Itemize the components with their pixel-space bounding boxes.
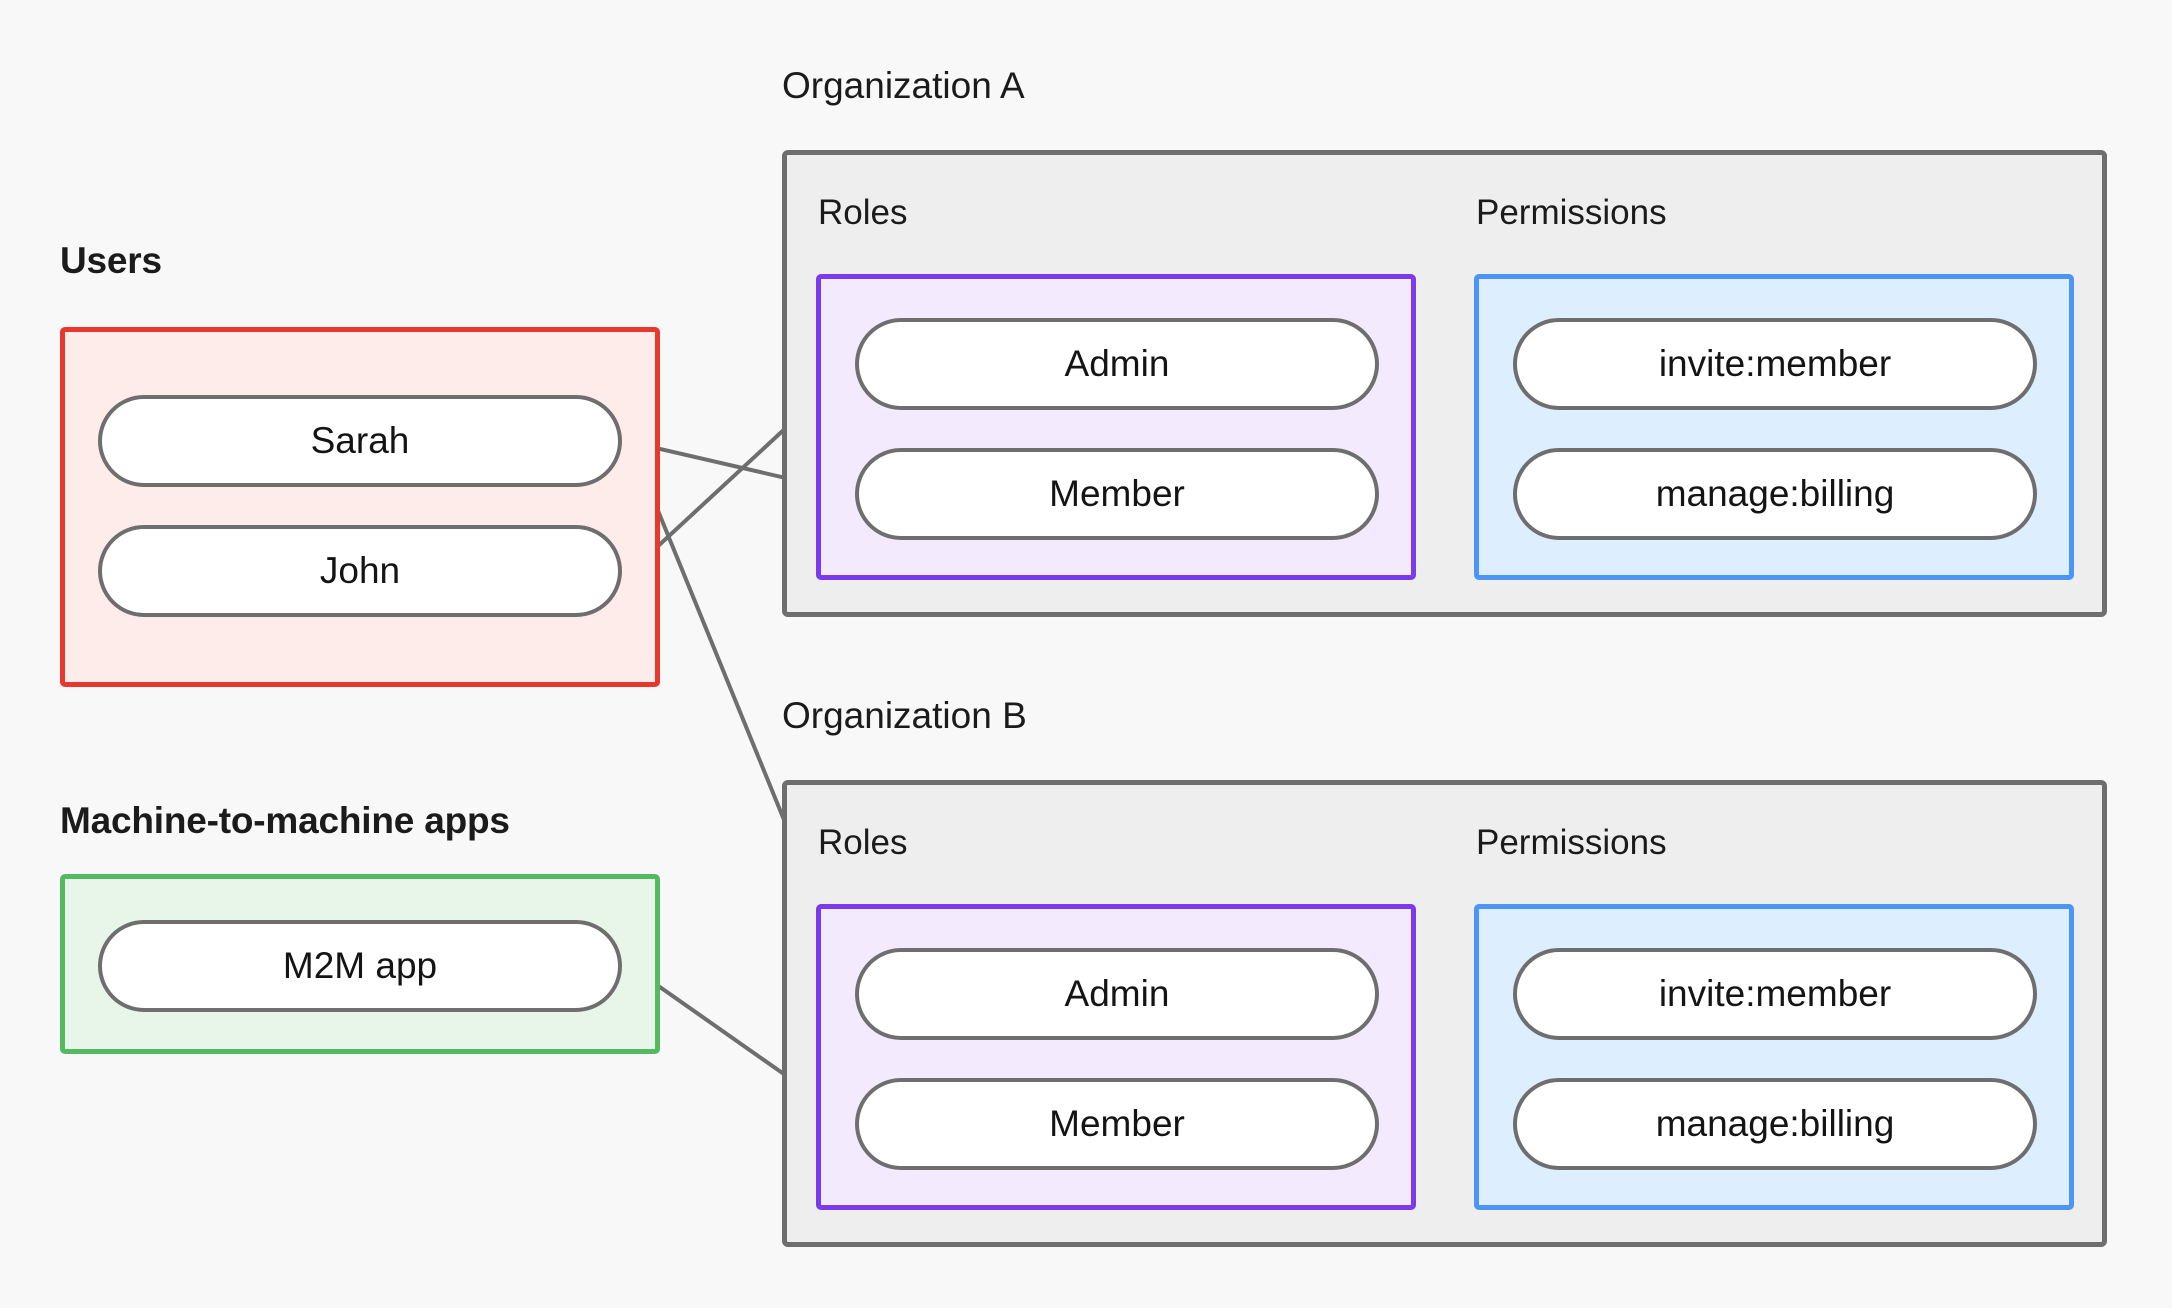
org-a-roles-title: Roles: [818, 193, 908, 232]
user-pill-john[interactable]: John: [98, 525, 622, 617]
org-a-permission-pill-invite-member[interactable]: invite:member: [1513, 318, 2037, 410]
org-b-permissions-title: Permissions: [1476, 823, 1667, 862]
users-group-box: [60, 327, 660, 687]
users-group-title: Users: [60, 240, 162, 281]
org-a-permissions-title: Permissions: [1476, 193, 1667, 232]
org-b-permission-pill-invite-member[interactable]: invite:member: [1513, 948, 2037, 1040]
org-b-permission-pill-manage-billing[interactable]: manage:billing: [1513, 1078, 2037, 1170]
org-a-role-pill-member[interactable]: Member: [855, 448, 1379, 540]
org-a-title: Organization A: [782, 65, 1025, 106]
user-pill-sarah[interactable]: Sarah: [98, 395, 622, 487]
org-a-role-pill-admin[interactable]: Admin: [855, 318, 1379, 410]
m2m-pill-app[interactable]: M2M app: [98, 920, 622, 1012]
org-b-roles-title: Roles: [818, 823, 908, 862]
org-b-title: Organization B: [782, 695, 1027, 736]
m2m-group-title: Machine-to-machine apps: [60, 800, 510, 841]
org-a-permission-pill-manage-billing[interactable]: manage:billing: [1513, 448, 2037, 540]
org-b-role-pill-member[interactable]: Member: [855, 1078, 1379, 1170]
org-b-role-pill-admin[interactable]: Admin: [855, 948, 1379, 1040]
